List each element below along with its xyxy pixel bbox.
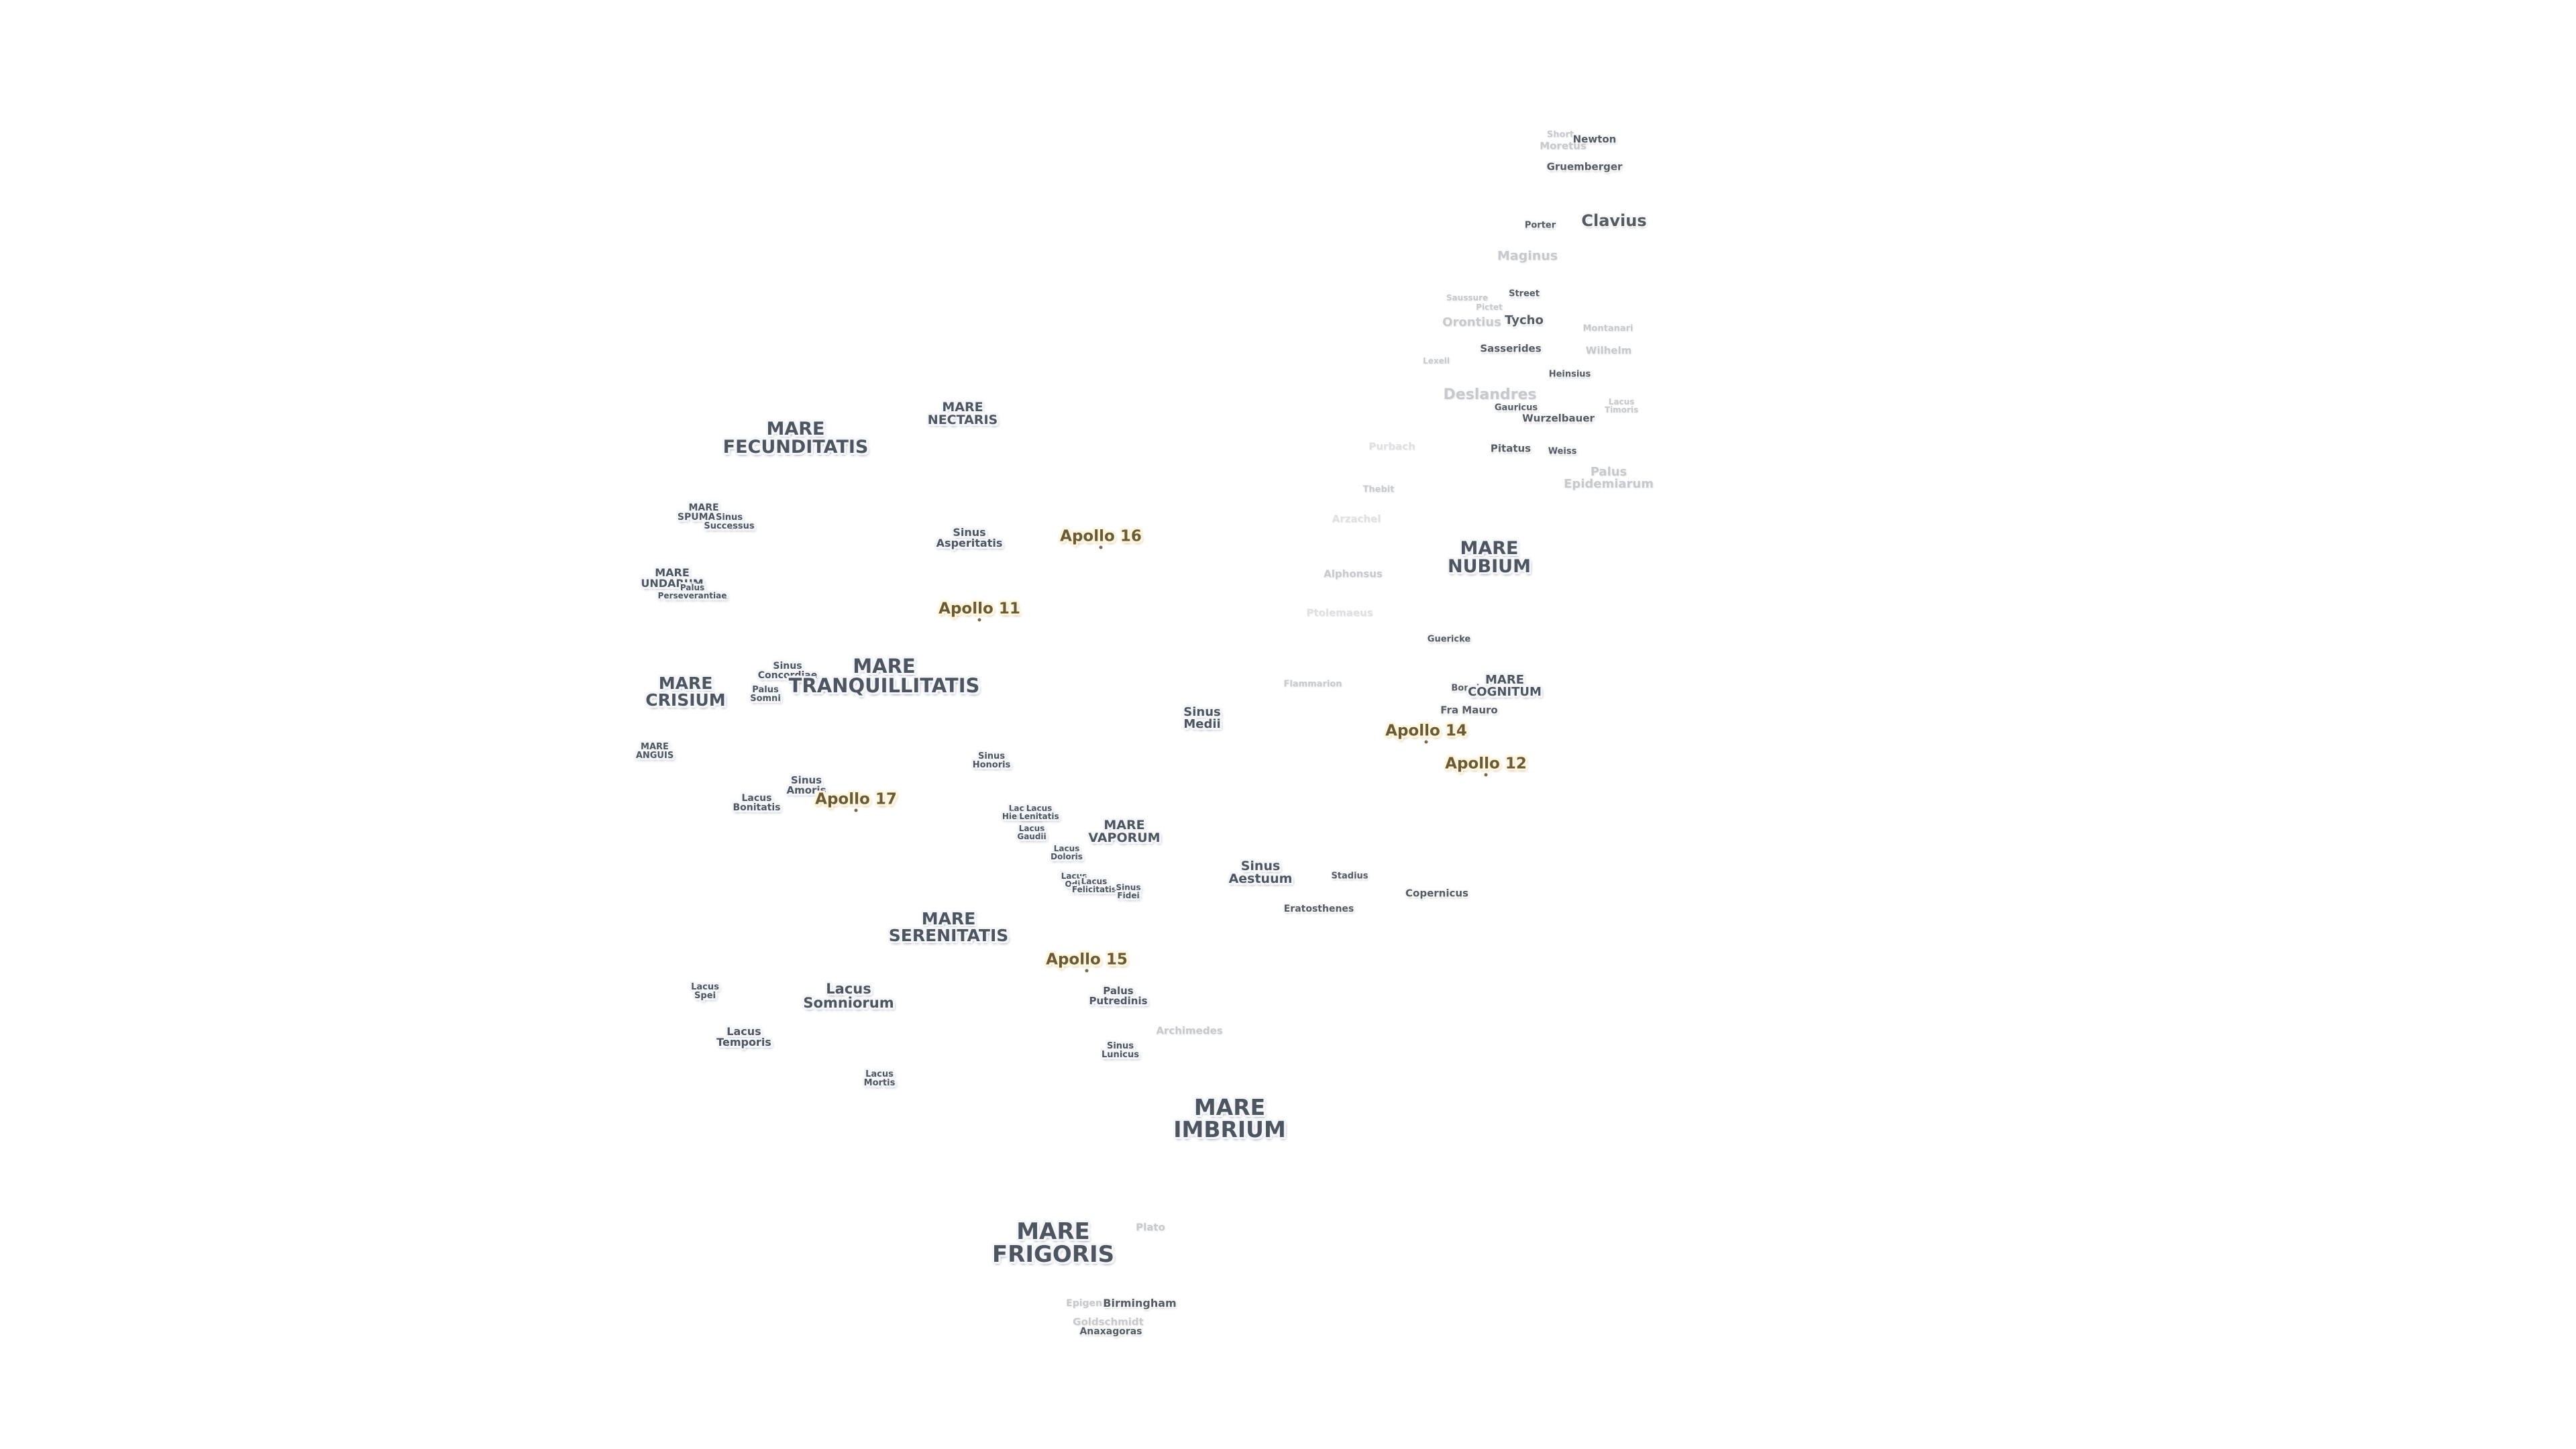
crater-label-maginus[interactable]: Maginus	[1497, 248, 1558, 264]
mare-label-lacus-timoris[interactable]: Lacus Timoris	[1604, 397, 1639, 415]
crater-label-weiss[interactable]: Weiss	[1548, 446, 1577, 457]
crater-label-orontius[interactable]: Orontius	[1442, 315, 1501, 329]
mare-label-cognitum[interactable]: MARE COGNITUM	[1468, 673, 1542, 699]
crater-label-stadius[interactable]: Stadius	[1331, 871, 1368, 881]
crater-label-goldschmidt[interactable]: Goldschmidt	[1073, 1316, 1144, 1328]
crater-label-street[interactable]: Street	[1509, 288, 1540, 299]
apollo-11-landing-marker[interactable]	[977, 618, 981, 622]
mare-label-sinus-amoris[interactable]: Sinus Amoris	[786, 774, 826, 796]
apollo-12-landing-marker[interactable]	[1484, 773, 1488, 777]
mare-label-lacus-gaudii[interactable]: Lacus Gaudii	[1017, 824, 1046, 841]
mare-label-imbrium[interactable]: MARE IMBRIUM	[1173, 1094, 1286, 1142]
crater-label-heinsius[interactable]: Heinsius	[1548, 369, 1591, 380]
crater-label-purbach[interactable]: Purbach	[1368, 440, 1415, 453]
crater-label-pitatus[interactable]: Pitatus	[1490, 442, 1532, 455]
mare-label-nubium[interactable]: MARE NUBIUM	[1448, 538, 1531, 577]
mare-label-palus-somni[interactable]: Palus Somni	[750, 685, 781, 704]
mare-label-sinus-honoris[interactable]: Sinus Honoris	[972, 751, 1011, 770]
mare-label-crisium[interactable]: MARE CRISIUM	[645, 674, 726, 710]
crater-label-alphonsus[interactable]: Alphonsus	[1324, 568, 1383, 580]
mare-label-sinus-medii[interactable]: Sinus Medii	[1183, 705, 1221, 731]
crater-label-pictet[interactable]: Pictet	[1476, 303, 1503, 312]
mare-label-lacus-felicitatis[interactable]: Lacus Felicitatis	[1071, 877, 1117, 894]
crater-label-fra-mauro[interactable]: Fra Mauro	[1440, 704, 1498, 716]
mare-label-sinus-asperitatis[interactable]: Sinus Asperitatis	[936, 526, 1003, 549]
crater-label-gauricus[interactable]: Gauricus	[1494, 402, 1538, 413]
mare-label-palus-putredinis[interactable]: Palus Putredinis	[1089, 985, 1148, 1007]
mare-label-palus-epidemiarum[interactable]: Palus Epidemiarum	[1564, 465, 1654, 491]
mare-label-nectaris[interactable]: MARE NECTARIS	[927, 400, 998, 427]
crater-label-deslandres[interactable]: Deslandres	[1443, 386, 1537, 403]
mare-label-lacus-spei[interactable]: Lacus Spei	[691, 982, 719, 1001]
apollo-14-landing-marker[interactable]	[1424, 740, 1428, 744]
crater-label-saussure[interactable]: Saussure	[1446, 293, 1489, 303]
crater-label-newton[interactable]: Newton	[1572, 133, 1617, 146]
crater-label-clavius[interactable]: Clavius	[1581, 211, 1647, 230]
mare-label-spumans[interactable]: MARE SPUMANS	[677, 502, 731, 523]
apollo-15-landing-label[interactable]: Apollo 15	[1046, 951, 1128, 969]
mare-label-sinus-aestuum[interactable]: Sinus Aestuum	[1228, 859, 1293, 886]
apollo-17-landing-marker[interactable]	[854, 808, 858, 812]
crater-label-birmingham[interactable]: Birmingham	[1103, 1297, 1177, 1309]
mare-label-sinus-concordiae[interactable]: Sinus Concordiae	[757, 661, 818, 681]
apollo-17-landing-label[interactable]: Apollo 17	[815, 790, 897, 808]
crater-label-ptolemaeus[interactable]: Ptolemaeus	[1306, 606, 1373, 619]
crater-label-porter[interactable]: Porter	[1524, 220, 1556, 231]
crater-label-eratosthenes[interactable]: Eratosthenes	[1283, 904, 1354, 914]
apollo-11-landing-label[interactable]: Apollo 11	[938, 600, 1020, 618]
crater-label-wilhelm[interactable]: Wilhelm	[1585, 344, 1632, 357]
mare-label-sinus-successus[interactable]: Sinus Successus	[704, 513, 755, 531]
crater-label-gruemberger[interactable]: Gruemberger	[1546, 160, 1623, 173]
mare-label-sinus-lunicus[interactable]: Sinus Lunicus	[1102, 1041, 1139, 1060]
crater-label-epigenes[interactable]: Epigenes	[1066, 1298, 1114, 1309]
crater-label-sasserides[interactable]: Sasserides	[1480, 342, 1542, 355]
mare-label-lacus-somniorum[interactable]: Lacus Somniorum	[803, 981, 894, 1011]
mare-label-serenitatis[interactable]: MARE SERENITATIS	[888, 909, 1009, 945]
mare-label-lacus-mortis[interactable]: Lacus Mortis	[863, 1069, 896, 1088]
apollo-15-landing-marker[interactable]	[1085, 969, 1089, 973]
apollo-16-landing-marker[interactable]	[1099, 545, 1103, 549]
crater-label-wurzelbauer[interactable]: Wurzelbauer	[1522, 412, 1595, 425]
crater-label-flammarion[interactable]: Flammarion	[1283, 679, 1342, 690]
crater-label-archimedes[interactable]: Archimedes	[1156, 1024, 1223, 1037]
mare-label-anguis[interactable]: MARE ANGUIS	[635, 742, 674, 761]
crater-label-lexell[interactable]: Lexell	[1423, 356, 1450, 366]
crater-label-copernicus[interactable]: Copernicus	[1405, 887, 1468, 900]
mare-label-lacus-doloris[interactable]: Lacus Doloris	[1051, 844, 1083, 861]
crater-label-montanari[interactable]: Montanari	[1582, 323, 1633, 334]
mare-label-sinus-fidei[interactable]: Sinus Fidei	[1116, 883, 1141, 900]
mare-label-lacus-lenitatis[interactable]: Lacus Lenitatis	[1019, 804, 1059, 821]
mare-label-lacus-hiemalis[interactable]: Lacus Hiemalis	[1002, 804, 1042, 821]
crater-label-anaxagoras[interactable]: Anaxagoras	[1079, 1326, 1142, 1337]
mare-label-palus-perseverantiae[interactable]: Palus Perseverantiae	[657, 583, 727, 600]
crater-label-plato[interactable]: Plato	[1136, 1221, 1165, 1234]
crater-label-tycho[interactable]: Tycho	[1505, 313, 1544, 327]
mare-label-fecunditatis[interactable]: MARE FECUNDITATIS	[722, 419, 869, 458]
crater-label-short[interactable]: Short	[1546, 129, 1574, 140]
mare-label-lacus-bonitatis[interactable]: Lacus Bonitatis	[733, 793, 781, 813]
mare-label-undarum[interactable]: MARE UNDARUM	[641, 566, 704, 590]
crater-label-moretus[interactable]: Moretus	[1540, 140, 1587, 152]
apollo-14-landing-label[interactable]: Apollo 14	[1385, 722, 1467, 740]
apollo-12-landing-label[interactable]: Apollo 12	[1445, 755, 1527, 773]
mare-label-lacus-odii[interactable]: Lacus Odii	[1061, 871, 1087, 889]
crater-label-thebit[interactable]: Thebit	[1362, 484, 1395, 495]
apollo-16-landing-label[interactable]: Apollo 16	[1060, 527, 1142, 545]
mare-label-tranquillitatis[interactable]: MARE TRANQUILLITATIS	[788, 655, 980, 697]
crater-label-guericke[interactable]: Guericke	[1427, 634, 1471, 645]
mare-label-vaporum[interactable]: MARE VAPORUM	[1088, 818, 1161, 845]
mare-label-lacus-temporis[interactable]: Lacus Temporis	[716, 1025, 771, 1049]
mare-label-frigoris[interactable]: MARE FRIGORIS	[991, 1218, 1115, 1268]
crater-label-arzachel[interactable]: Arzachel	[1332, 513, 1381, 525]
crater-label-bonpland[interactable]: Bonpland	[1451, 683, 1498, 694]
